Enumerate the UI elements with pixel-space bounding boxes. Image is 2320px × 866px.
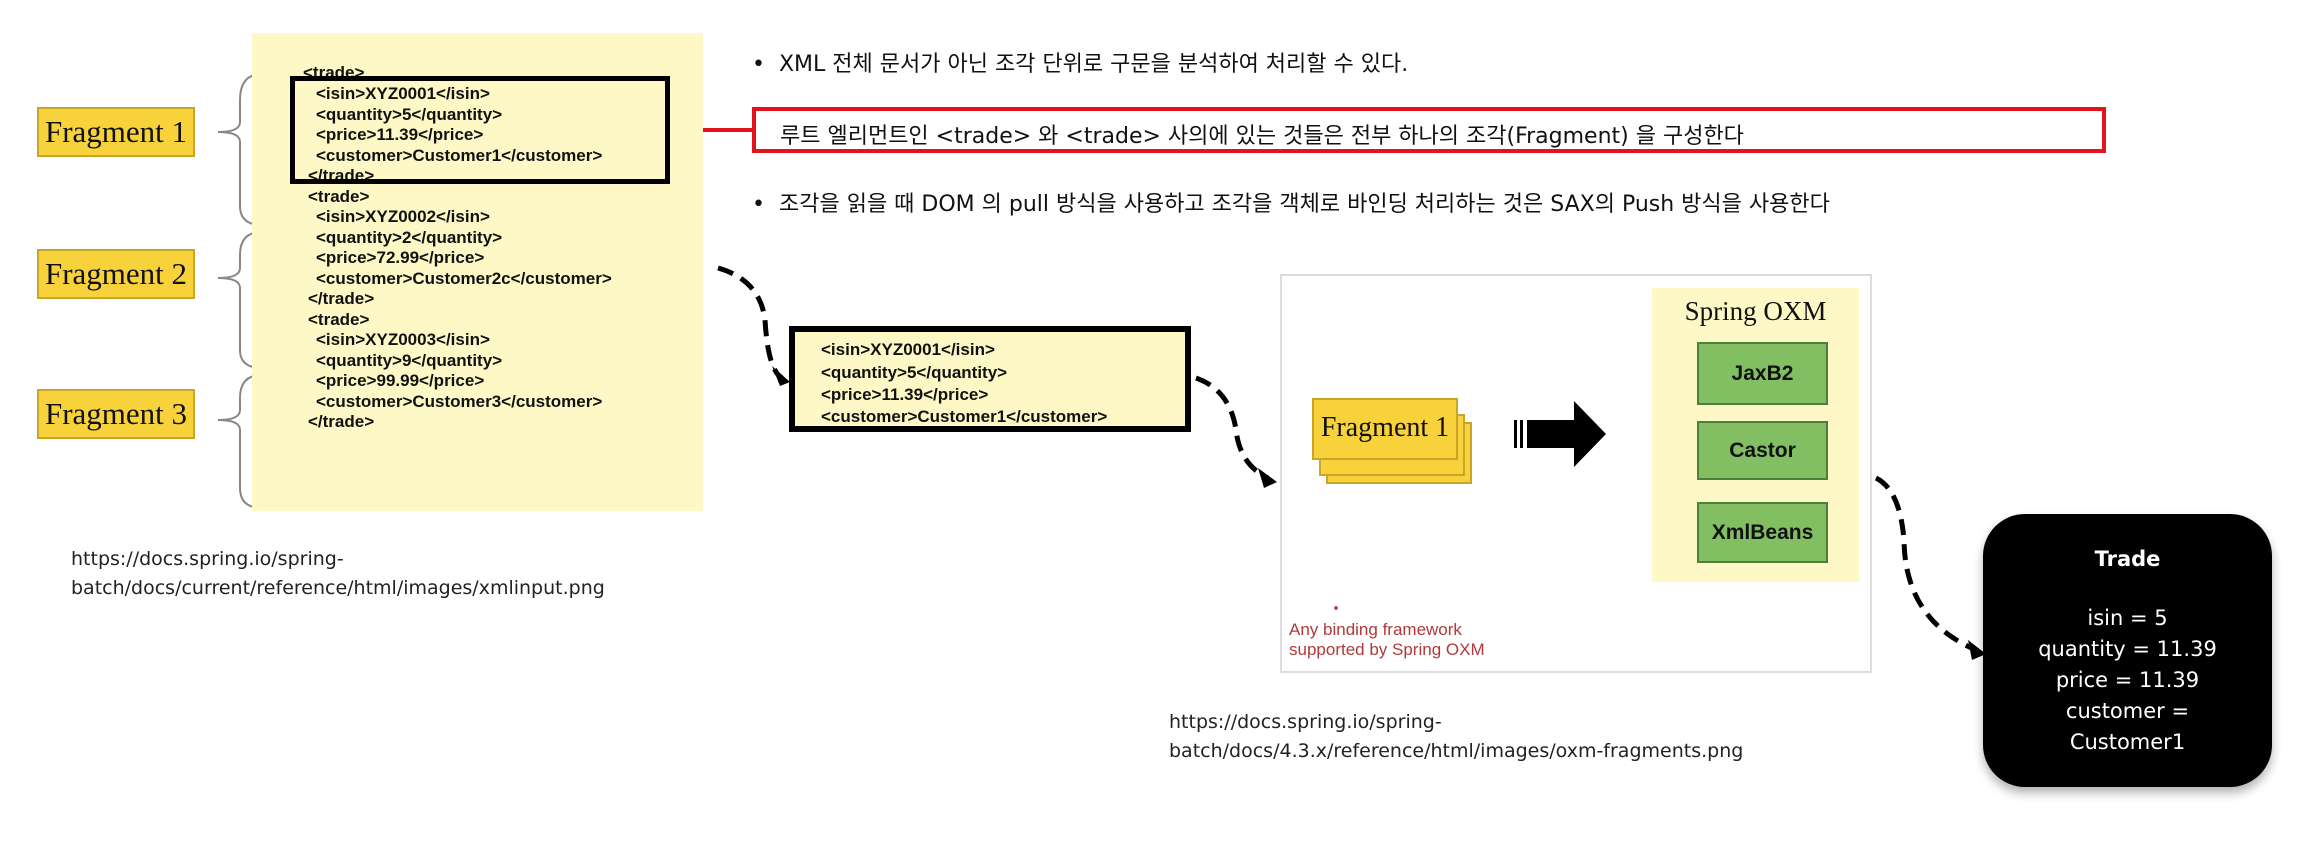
highlight-text: 루트 엘리먼트인 <trade> 와 <trade> 사의에 있는 것들은 전부…	[780, 124, 1744, 149]
snippet-line: <price>11.39</price>	[821, 385, 989, 404]
xml-line: <trade>	[308, 310, 370, 329]
dashed-arrow-3	[1874, 475, 1977, 653]
framework-xmlbeans: XmlBeans	[1697, 502, 1828, 563]
oxm-fragments-source-link[interactable]: https://docs.spring.io/spring- batch/doc…	[1169, 708, 1743, 766]
spring-oxm-title: Spring OXM	[1684, 296, 1827, 326]
xml-line: <price>99.99</price>	[316, 371, 485, 390]
brace-2	[217, 231, 263, 369]
framework-jaxb2: JaxB2	[1697, 342, 1828, 405]
note-dot	[1334, 606, 1338, 610]
bullet-icon: •	[752, 52, 765, 77]
snippet-line: <isin>XYZ0001</isin>	[821, 340, 995, 359]
trade-object-box: Trade isin = 5 quantity = 11.39 price = …	[1983, 514, 2272, 787]
xml-line: <trade>	[308, 187, 370, 206]
fragment-3-label: Fragment 3	[37, 389, 195, 439]
arrowhead-1	[772, 366, 790, 386]
xmlinput-source-link[interactable]: https://docs.spring.io/spring- batch/doc…	[71, 545, 605, 603]
xml-line: </trade>	[308, 289, 375, 308]
brace-1	[217, 73, 263, 226]
dashed-arrow-1	[717, 265, 784, 381]
bullet-icon: •	[752, 192, 765, 217]
xml-line: <quantity>2</quantity>	[316, 228, 503, 247]
trade-title: Trade	[2094, 547, 2161, 571]
fragment-braces	[217, 73, 263, 509]
note-line: Any binding framework	[1289, 620, 1462, 639]
fragment-2-label: Fragment 2	[37, 249, 195, 299]
spring-oxm-panel: Spring OXM JaxB2 Castor XmlBeans	[1652, 288, 1859, 582]
xml-document-panel: <trade> <isin>XYZ0001</isin> <quantity>5…	[252, 33, 703, 511]
xml-line: <isin>XYZ0003</isin>	[316, 330, 490, 349]
highlight-box: 루트 엘리먼트인 <trade> 와 <trade> 사의에 있는 것들은 전부…	[752, 107, 2106, 153]
snippet-line: <customer>Customer1</customer>	[821, 407, 1108, 426]
bullet-1: • XML 전체 문서가 아닌 조각 단위로 구문을 분석하여 처리할 수 있다…	[752, 46, 1408, 78]
link-line: batch/docs/4.3.x/reference/html/images/o…	[1169, 740, 1744, 762]
bullet-text: XML 전체 문서가 아닌 조각 단위로 구문을 분석하여 처리할 수 있다.	[778, 52, 1409, 77]
xml-line: <quantity>9</quantity>	[316, 351, 503, 370]
xml-line: <isin>XYZ0002</isin>	[316, 207, 490, 226]
xml-line: <price>72.99</price>	[316, 248, 485, 267]
brace-3	[217, 374, 263, 509]
trade-field: quantity = 11.39	[2038, 637, 2217, 661]
xml-line: <price>11.39</price>	[316, 125, 484, 144]
fragment-1-card: Fragment 1	[1312, 398, 1458, 460]
arrowhead-2	[1258, 468, 1277, 488]
xml-line: <isin>XYZ0001</isin>	[316, 84, 490, 103]
note-line: supported by Spring OXM	[1289, 640, 1485, 659]
bullet-text: 조각을 읽을 때 DOM 의 pull 방식을 사용하고 조각을 객체로 바인딩…	[778, 192, 1830, 217]
xml-line: </trade>	[308, 412, 375, 431]
framework-castor: Castor	[1697, 421, 1828, 480]
fragment-1-label: Fragment 1	[37, 107, 195, 157]
dashed-arrow-2	[1195, 375, 1270, 481]
link-line: https://docs.spring.io/spring-	[71, 548, 344, 570]
right-arrow-icon	[1514, 401, 1606, 467]
xml-line: <quantity>5</quantity>	[316, 105, 503, 124]
fragment-snippet-box: <isin>XYZ0001</isin> <quantity>5</quanti…	[789, 326, 1191, 432]
trade-field: Customer1	[2069, 730, 2186, 754]
link-line: https://docs.spring.io/spring-	[1169, 711, 1442, 733]
trade-field: customer =	[2065, 699, 2190, 723]
snippet-line: <quantity>5</quantity>	[821, 363, 1008, 382]
bullet-3: • 조각을 읽을 때 DOM 의 pull 방식을 사용하고 조각을 객체로 바…	[752, 186, 1830, 218]
fragment-1-highlight-box	[290, 76, 670, 184]
xml-line: <customer>Customer3</customer>	[316, 392, 603, 411]
oxm-fragments-figure: Fragment 1 Spring OXM JaxB2 Castor XmlBe…	[1280, 274, 1872, 673]
arrowhead-3	[1968, 640, 1986, 660]
xml-line: <customer>Customer2c</customer>	[316, 269, 612, 288]
xml-line: <customer>Customer1</customer>	[316, 146, 603, 165]
trade-field: price = 11.39	[2055, 668, 2200, 692]
link-line: batch/docs/current/reference/html/images…	[71, 577, 605, 599]
binding-note: Any binding framework supported by Sprin…	[1289, 620, 1485, 660]
trade-field: isin = 5	[2087, 606, 2168, 630]
